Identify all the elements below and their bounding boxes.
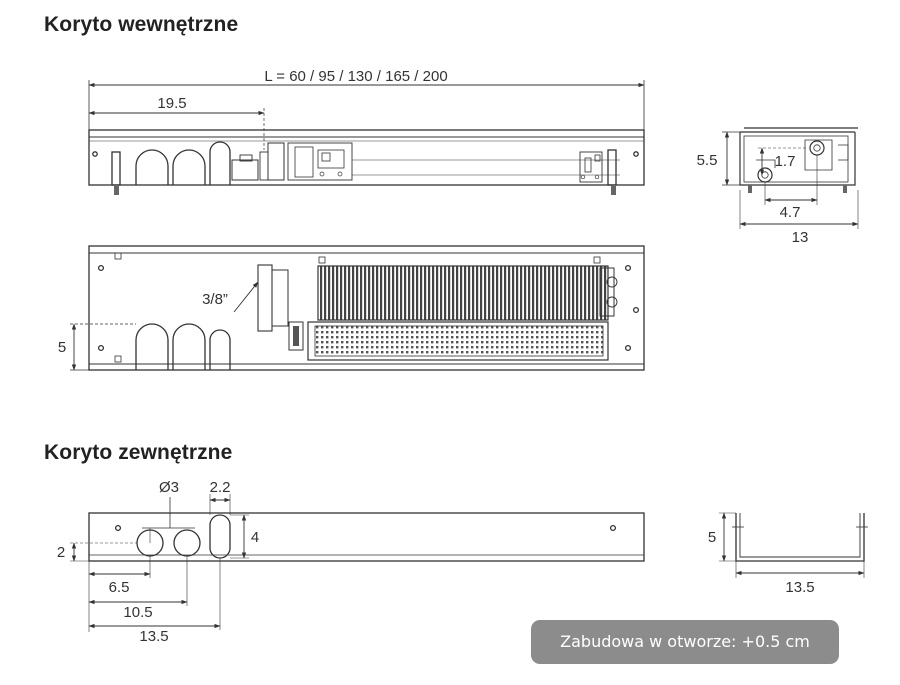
bottom-offset-label: 2 (57, 544, 65, 561)
outer-side-width-label: 13.5 (785, 579, 814, 596)
trough-body-plan (88, 245, 645, 371)
slot-position-label: 13.5 (139, 628, 168, 645)
side-width-label: 13 (792, 229, 809, 246)
inner-plan-view (70, 245, 645, 371)
outer-side-view (719, 512, 868, 578)
outer-side-height-label: 5 (708, 529, 716, 546)
length-label: L = 60 / 95 / 130 / 165 / 200 (264, 68, 447, 85)
hole1-position-label: 6.5 (109, 579, 130, 596)
outer-front-view (70, 494, 645, 632)
trough-body-front (88, 129, 645, 186)
pipe-offset-label: 4.7 (780, 204, 801, 221)
inner-side-view (722, 127, 859, 229)
fan-grille (314, 325, 604, 357)
slot-height-label: 4 (251, 529, 259, 546)
plan-edge-label: 5 (58, 339, 66, 356)
side-height-label: 5.5 (697, 152, 718, 169)
inner-front-view (88, 80, 645, 195)
offset-label: 19.5 (157, 95, 186, 112)
outer-trough-body (88, 512, 645, 562)
hole2-position-label: 10.5 (123, 604, 152, 621)
heat-exchanger-fins (317, 265, 609, 321)
slot-width-label: 2.2 (210, 479, 231, 496)
connection-size-label: 3/8” (202, 291, 228, 308)
installation-note: Zabudowa w otworze: +0.5 cm (531, 620, 839, 664)
diameter-label: Ø3 (159, 479, 179, 496)
inner-trough-heading: Koryto wewnętrzne (44, 13, 239, 36)
pipe-height-label: 1.7 (775, 153, 796, 170)
outer-trough-heading: Koryto zewnętrzne (44, 441, 233, 464)
